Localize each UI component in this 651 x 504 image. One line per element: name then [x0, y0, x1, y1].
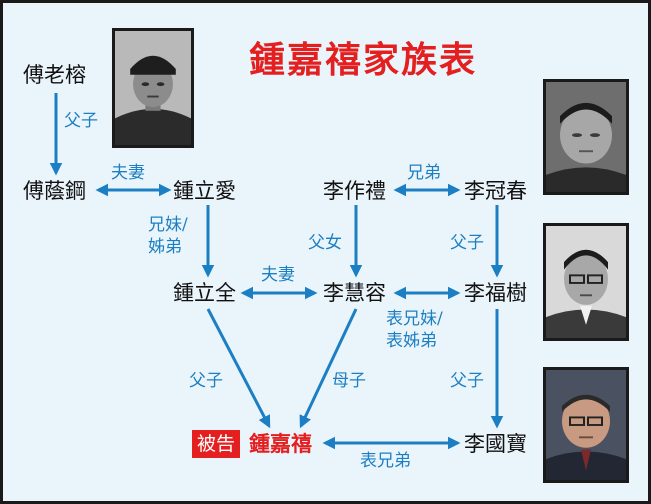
- relation-li-father-son-bottom: 父子: [450, 371, 484, 391]
- relation-li-father-son-top: 父子: [450, 233, 484, 253]
- portrait-li-guanchun-image: [546, 82, 626, 192]
- person-zhong-liquan: 鍾立全: [173, 281, 236, 305]
- person-li-zuoli: 李作禮: [323, 179, 386, 203]
- relation-cousins-bottom: 表兄弟: [360, 451, 411, 471]
- relation-fu-father-son: 父子: [64, 111, 98, 131]
- portrait-li-fushu: [543, 223, 629, 341]
- relation-siblings-line2: 姊弟: [148, 237, 182, 257]
- person-li-guanchun: 李冠春: [464, 179, 527, 203]
- arrow-zhong-liquan-to-zhong-jiaxi: [206, 308, 271, 429]
- relation-mother-son: 母子: [332, 371, 366, 391]
- portrait-li-guanchun: [543, 79, 629, 195]
- relation-brothers: 兄弟: [407, 163, 441, 183]
- relation-cousins-line1: 表兄妹/: [386, 309, 443, 329]
- person-zhong-jiaxi: 鍾嘉禧: [249, 432, 312, 456]
- portrait-li-guobao-image: [546, 370, 626, 480]
- person-fu-yingang: 傅蔭鋼: [23, 179, 86, 203]
- arrow-li-huirong-to-zhong-jiaxi: [299, 308, 358, 429]
- person-li-huirong: 李慧容: [323, 281, 386, 305]
- person-zhong-liai: 鍾立愛: [173, 179, 236, 203]
- defendant-badge: 被告: [192, 430, 241, 458]
- relation-cousins-line2: 表姊弟: [386, 331, 437, 351]
- portrait-li-guobao: [543, 367, 629, 483]
- relation-zhong-father-son: 父子: [189, 371, 223, 391]
- diagram-title: 鍾嘉禧家族表: [249, 40, 478, 81]
- relation-husband-wife-mid: 夫妻: [261, 265, 295, 285]
- portrait-fu-laorong: [112, 28, 194, 148]
- relation-husband-wife-top: 夫妻: [111, 163, 145, 183]
- portrait-li-fushu-image: [546, 226, 626, 338]
- relationship-arrows: [49, 93, 504, 450]
- relation-father-daughter: 父女: [308, 233, 342, 253]
- person-li-guobao: 李國寶: [464, 432, 527, 456]
- person-li-fushu: 李福樹: [464, 281, 527, 305]
- relation-siblings-line1: 兄妹/: [148, 215, 188, 235]
- portrait-fu-laorong-image: [115, 31, 191, 145]
- person-fu-laorong: 傅老榕: [23, 63, 86, 87]
